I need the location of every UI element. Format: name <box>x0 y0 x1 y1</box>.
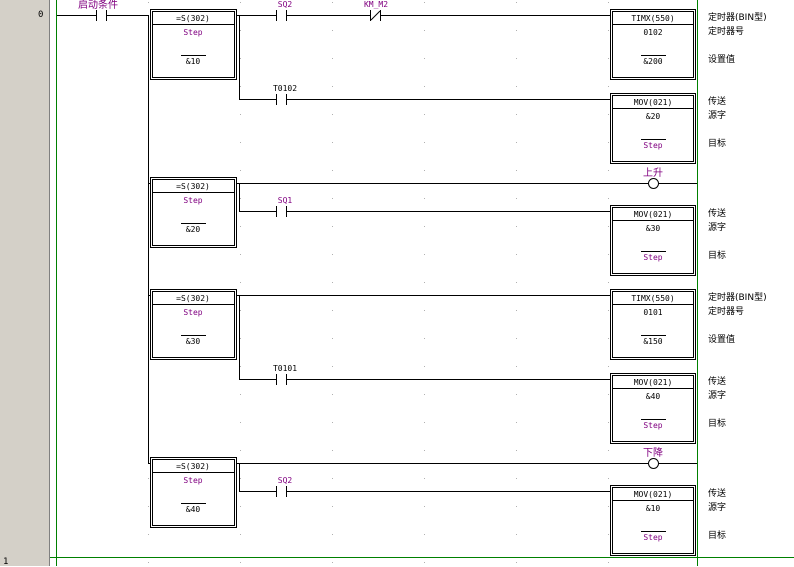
box-comment-1: 传送 <box>708 207 726 219</box>
compare-func: =S(302) <box>176 182 210 191</box>
box-op1: &40 <box>646 392 661 401</box>
compare-op1: Step <box>183 28 202 37</box>
box-func: MOV(021) <box>634 98 673 107</box>
compare-op2: &20 <box>186 225 201 234</box>
box-func: MOV(021) <box>634 378 673 387</box>
box-op2: &150 <box>643 337 662 346</box>
box-comment-2: 源字 <box>708 501 726 513</box>
box-comment-3: 设置值 <box>708 333 735 345</box>
contact-label: KM_M2 <box>364 0 388 9</box>
coil-down[interactable]: 下降 <box>643 446 663 469</box>
contact-km-m2[interactable]: KM_M2 <box>364 0 388 21</box>
coil-label: 上升 <box>643 167 663 179</box>
contact-label: SQ2 <box>278 476 293 485</box>
box-op2: Step <box>643 253 662 262</box>
box-op1: &10 <box>646 504 661 513</box>
box-comment-2: 源字 <box>708 109 726 121</box>
contact-sq1[interactable]: SQ1 <box>276 196 293 217</box>
box-func: TIMX(550) <box>631 294 674 303</box>
coil-label: 下降 <box>643 446 663 459</box>
compare-func: =S(302) <box>176 294 210 303</box>
rung-number-0[interactable]: 0 <box>38 10 44 20</box>
compare-block-step-10[interactable]: =S(302) Step &10 <box>150 9 237 80</box>
compare-op1: Step <box>183 476 202 485</box>
box-op2: Step <box>643 141 662 150</box>
contact-label: SQ2 <box>278 0 293 9</box>
compare-func: =S(302) <box>176 14 210 23</box>
timx-box-0101[interactable]: TIMX(550) 0101 &150 <box>610 289 696 360</box>
box-comment-2: 源字 <box>708 389 726 401</box>
mov-box-30[interactable]: MOV(021) &30 Step <box>610 205 696 276</box>
mov-box-10[interactable]: MOV(021) &10 Step <box>610 485 696 556</box>
box-comment-2: 定时器号 <box>708 305 744 317</box>
box-op2: Step <box>643 533 662 542</box>
contact-t0102[interactable]: T0102 <box>273 84 297 105</box>
box-func: TIMX(550) <box>631 14 674 23</box>
box-op1: 0101 <box>643 308 662 317</box>
mov-box-40[interactable]: MOV(021) &40 Step <box>610 373 696 444</box>
box-comment-3: 目标 <box>708 137 726 149</box>
coil-up[interactable]: 上升 <box>643 167 663 189</box>
box-comment-3: 目标 <box>708 249 726 261</box>
timx-box-0102[interactable]: TIMX(550) 0102 &200 <box>610 9 696 80</box>
rung-number-gutter: 0 1 <box>0 0 50 567</box>
contact-sq2[interactable]: SQ2 <box>276 0 293 21</box>
compare-block-step-40[interactable]: =S(302) Step &40 <box>150 457 237 528</box>
contact-t0101[interactable]: T0101 <box>273 364 297 385</box>
box-op1: 0102 <box>643 28 662 37</box>
box-op2: &200 <box>643 57 662 66</box>
compare-op1: Step <box>183 308 202 317</box>
compare-op2: &40 <box>186 505 201 514</box>
box-comment-3: 设置值 <box>708 53 735 65</box>
start-condition-contact[interactable]: 启动条件 <box>57 0 148 21</box>
box-comment-1: 传送 <box>708 487 726 499</box>
mov-box-20[interactable]: MOV(021) &20 Step <box>610 93 696 164</box>
contact-label: T0101 <box>273 364 297 373</box>
box-comment-3: 目标 <box>708 529 726 541</box>
box-comment-1: 定时器(BIN型) <box>708 291 767 303</box>
box-op2: Step <box>643 421 662 430</box>
box-comment-3: 目标 <box>708 417 726 429</box>
compare-op2: &10 <box>186 57 201 66</box>
contact-label: T0102 <box>273 84 297 93</box>
box-func: MOV(021) <box>634 210 673 219</box>
box-comment-1: 传送 <box>708 95 726 107</box>
contact-sq2-b[interactable]: SQ2 <box>276 476 293 497</box>
box-comment-1: 定时器(BIN型) <box>708 11 767 23</box>
compare-func: =S(302) <box>176 462 210 471</box>
contact-label: SQ1 <box>278 196 293 205</box>
box-op1: &20 <box>646 112 661 121</box>
compare-op2: &30 <box>186 337 201 346</box>
compare-block-step-20[interactable]: =S(302) Step &20 <box>150 177 237 248</box>
rung-number-1[interactable]: 1 <box>3 557 9 567</box>
box-op1: &30 <box>646 224 661 233</box>
start-condition-label: 启动条件 <box>78 0 118 11</box>
compare-block-step-30[interactable]: =S(302) Step &30 <box>150 289 237 360</box>
box-comment-2: 定时器号 <box>708 25 744 37</box>
box-func: MOV(021) <box>634 490 673 499</box>
box-comment-1: 传送 <box>708 375 726 387</box>
box-comment-2: 源字 <box>708 221 726 233</box>
compare-op1: Step <box>183 196 202 205</box>
